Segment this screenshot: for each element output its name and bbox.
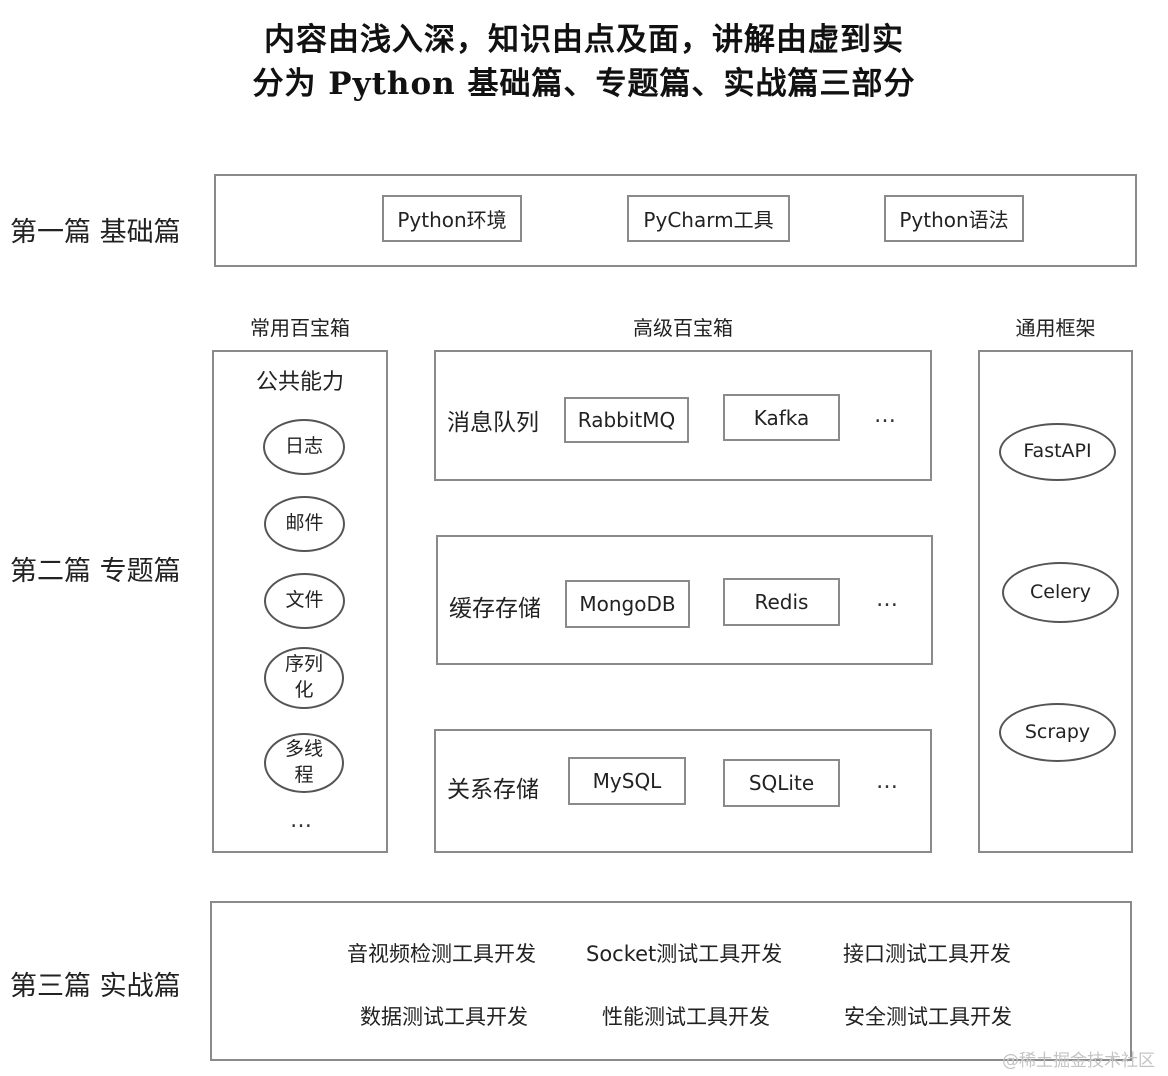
advanced-toolbox-header: 高级百宝箱 <box>633 316 733 340</box>
mysql-box: MySQL <box>568 757 686 805</box>
relational-storage-more: … <box>876 769 899 794</box>
message-queue-label: 消息队列 <box>447 410 539 436</box>
pycharm-box: PyCharm工具 <box>627 195 790 242</box>
celery-oval: Celery <box>1002 562 1119 623</box>
part1-label: 第一篇 基础篇 <box>10 217 181 248</box>
multithreading-label: 多线程 <box>284 738 323 786</box>
cache-storage-label: 缓存存储 <box>449 596 541 622</box>
perf-tool-item: 性能测试工具开发 <box>602 1005 770 1029</box>
public-capability-title: 公共能力 <box>255 370 344 395</box>
part3-frame <box>210 901 1132 1061</box>
watermark: @稀土掘金技术社区 <box>1002 1051 1155 1071</box>
common-more-ellipsis: … <box>290 808 313 833</box>
logging-oval: 日志 <box>263 419 345 475</box>
email-oval: 邮件 <box>264 496 345 552</box>
serialization-label: 序列化 <box>284 653 323 701</box>
part2-label: 第二篇 专题篇 <box>10 556 181 587</box>
api-tool-item: 接口测试工具开发 <box>843 942 1011 966</box>
sqlite-box: SQLite <box>723 759 840 807</box>
python-env-box: Python环境 <box>382 195 522 242</box>
fastapi-oval: FastAPI <box>999 423 1116 481</box>
socket-tool-item: Socket测试工具开发 <box>586 942 783 966</box>
redis-box: Redis <box>723 578 840 626</box>
security-tool-item: 安全测试工具开发 <box>844 1005 1012 1029</box>
rabbitmq-box: RabbitMQ <box>564 397 689 443</box>
av-tool-item: 音视频检测工具开发 <box>347 942 536 966</box>
data-tool-item: 数据测试工具开发 <box>360 1005 528 1029</box>
kafka-box: Kafka <box>723 394 840 441</box>
multithreading-oval: 多线程 <box>264 733 344 793</box>
relational-storage-label: 关系存储 <box>447 777 539 803</box>
python-syntax-box: Python语法 <box>884 195 1024 242</box>
scrapy-oval: Scrapy <box>999 703 1116 762</box>
title-line-1: 内容由浅入深，知识由点及面，讲解由虚到实 <box>264 22 904 58</box>
part3-label: 第三篇 实战篇 <box>10 971 181 1002</box>
serialization-oval: 序列化 <box>264 647 344 709</box>
mongodb-box: MongoDB <box>565 580 690 628</box>
title-line-2: 分为 Python 基础篇、专题篇、实战篇三部分 <box>252 66 916 102</box>
cache-storage-more: … <box>876 587 899 612</box>
common-toolbox-header: 常用百宝箱 <box>250 316 350 340</box>
file-oval: 文件 <box>264 573 345 629</box>
frameworks-header: 通用框架 <box>1015 316 1096 340</box>
message-queue-more: … <box>874 403 897 428</box>
